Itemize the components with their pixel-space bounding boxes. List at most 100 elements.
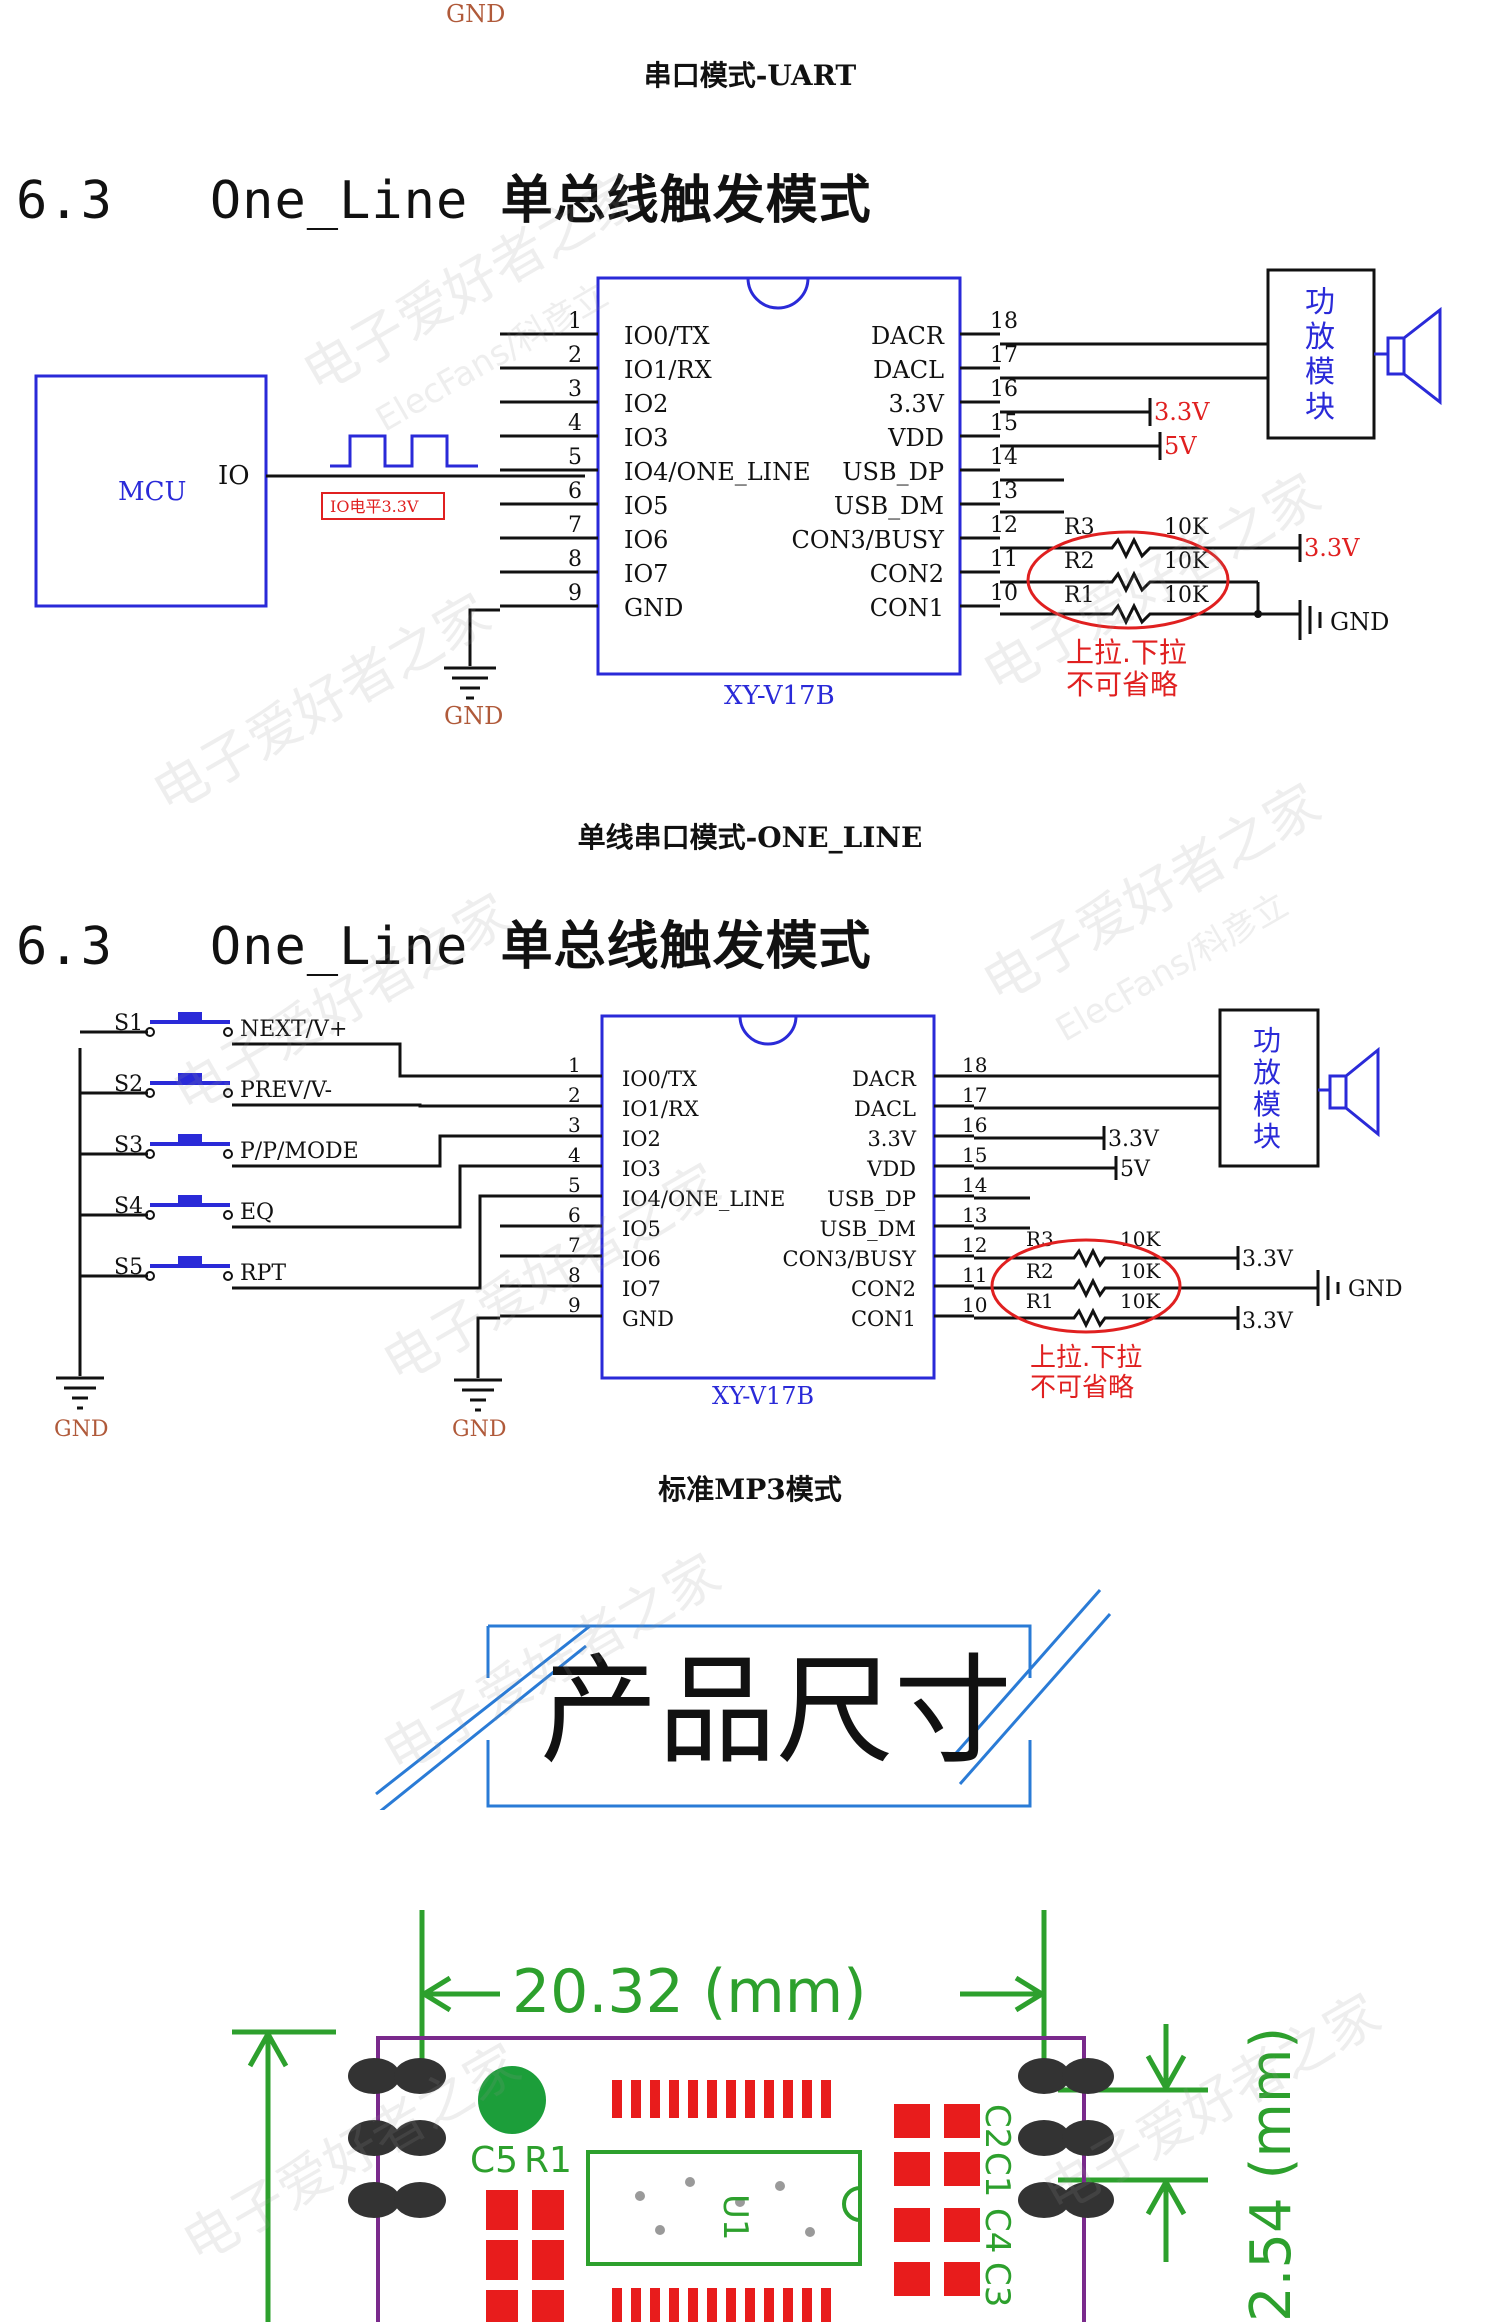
switch-route-wire (232, 1194, 500, 1290)
silk-c5: C5 (470, 2140, 518, 2181)
smd-pad (944, 2208, 980, 2242)
d2-left-pin-label: IO4/ONE_LINE (622, 1187, 785, 1211)
d2-right-pin-label: CON2 (851, 1277, 916, 1301)
header-pad-left (394, 2182, 446, 2218)
d2-right-pin-label: DACR (852, 1067, 917, 1091)
r1-name: R1 (1064, 583, 1095, 608)
io-level-label: IO电平3.3V (330, 497, 419, 516)
resistor-network-d1 (1000, 536, 1300, 626)
d1-left-pin-label: IO0/TX (624, 322, 710, 350)
smd-pad (894, 2152, 930, 2186)
io-level-box (321, 492, 445, 520)
ic-pin-pad (783, 2080, 793, 2118)
d1-right-pin-label: CON3/BUSY (791, 526, 945, 554)
d1-left-pin-label: GND (624, 594, 683, 622)
r1-value-d2: 10K (1120, 1289, 1161, 1313)
gnd-wire-d1 (468, 608, 500, 666)
chip-name: XY-V17B (724, 681, 835, 711)
amp-char-3: 模 (1305, 355, 1335, 390)
ground-symbol-right-d2 (1316, 1270, 1340, 1306)
d2-right-pin-label: CON1 (851, 1307, 916, 1331)
section-2-title-cn: 单总线触发模式 (500, 917, 872, 977)
d2-left-pin-number: 7 (568, 1233, 581, 1257)
switch-contact (145, 1149, 155, 1159)
switch-contact (145, 1271, 155, 1281)
via-dot (635, 2191, 645, 2201)
d2-left-pin-label: IO7 (622, 1277, 661, 1301)
d2-right-pin-number: 10 (962, 1293, 987, 1317)
d1-right-pin-number: 18 (990, 309, 1018, 334)
section-2-title-en: One_Line (209, 917, 469, 977)
ground-symbol-d2 (454, 1378, 502, 1412)
d1-left-pin-label: IO4/ONE_LINE (624, 458, 811, 486)
ic-pin-pad (726, 2288, 736, 2322)
via-dot (805, 2227, 815, 2237)
d2-right-pin-label: VDD (866, 1157, 916, 1181)
d1-right-pin-number: 16 (990, 377, 1018, 402)
pcb-dimension-drawing: 20.32 (mm) 2.54 (mm) U1 C5 R1 C2 C1 C4 C… (232, 1910, 1304, 2322)
header-pad-left (348, 2058, 400, 2094)
smd-pad (894, 2208, 930, 2242)
silk-c3: C3 (977, 2262, 1017, 2307)
section-heading-2: 6.3 One_Line 单总线触发模式 (16, 904, 872, 979)
d1-right-pin-label: 3.3V (889, 390, 945, 418)
switch-contact (145, 1027, 155, 1037)
d2-right-pin-number: 14 (962, 1173, 987, 1197)
v33-label-d2: 3.3V (1108, 1127, 1160, 1152)
v5-label-d2: 5V (1120, 1157, 1151, 1182)
smd-pad (532, 2240, 564, 2280)
d2-left-pin-number: 1 (568, 1053, 581, 1077)
header-pad-right (1062, 2182, 1114, 2218)
mcu-io-label: IO (218, 461, 250, 491)
d1-right-pin-label: DACR (871, 322, 945, 350)
pulse-waveform (330, 434, 478, 468)
ic-pin-pad (783, 2288, 793, 2322)
amp-module-box-d2 (1218, 1008, 1320, 1168)
switch-button-cap (178, 1134, 202, 1144)
resistor-highlight-circle (1026, 530, 1230, 630)
ic-pin-pad (650, 2080, 660, 2118)
d2-left-pin-number: 6 (568, 1203, 581, 1227)
schematic-one-line: MCU IO IO电平3.3V XY-V17B 1IO0/TX2IO1/RX3I… (34, 268, 1442, 730)
header-pad-right (1018, 2182, 1070, 2218)
header-pad-right (1018, 2058, 1070, 2094)
r2-name: R2 (1064, 549, 1095, 574)
ic-pin-pad (802, 2080, 812, 2118)
smd-pad (532, 2190, 564, 2230)
smd-pad (486, 2290, 518, 2322)
d1-right-pin-number: 17 (990, 343, 1018, 368)
d1-left-pin-label: IO5 (624, 492, 668, 520)
switch-contact (223, 1027, 233, 1037)
switch-contact (145, 1088, 155, 1098)
gnd-right-label-d2: GND (1348, 1277, 1402, 1302)
ic-pin-pad (764, 2080, 774, 2118)
section-2-number: 6.3 (16, 917, 113, 977)
switch-name: S3 (114, 1133, 143, 1158)
pitch-dimension-label: 2.54 (mm) (1239, 2027, 1304, 2322)
d2-right-pin-label: DACL (854, 1097, 916, 1121)
d1-left-pin-number: 2 (568, 343, 582, 368)
amp-char-2: 放 (1305, 320, 1335, 355)
d2-left-pin-label: IO0/TX (622, 1067, 697, 1091)
switch-button-cap (178, 1073, 202, 1083)
switch-function-label: PREV/V- (240, 1078, 332, 1103)
d2-left-pin-number: 4 (568, 1143, 581, 1167)
amp-d2-char-1: 功 (1253, 1024, 1281, 1057)
d2-right-pin-number: 17 (962, 1083, 987, 1107)
d2-left-pin-number: 8 (568, 1263, 581, 1287)
r2-value: 10K (1164, 549, 1209, 574)
silk-c4: C4 (977, 2208, 1017, 2253)
switch-route-wire (232, 1164, 500, 1229)
d1-left-pin-label: IO2 (624, 390, 668, 418)
ic-pin-pad (821, 2288, 831, 2322)
test-point-circle (478, 2066, 546, 2134)
d2-left-pin-label: IO2 (622, 1127, 661, 1151)
smd-pad (486, 2190, 518, 2230)
via-dot (735, 2197, 745, 2207)
d2-left-pin-number: 2 (568, 1083, 581, 1107)
d1-right-pin-label: USB_DP (842, 458, 944, 486)
note-line-1-d2: 上拉.下拉 (1030, 1343, 1142, 1373)
d1-right-pin-number: 13 (990, 479, 1018, 504)
speaker-icon (1374, 306, 1442, 406)
